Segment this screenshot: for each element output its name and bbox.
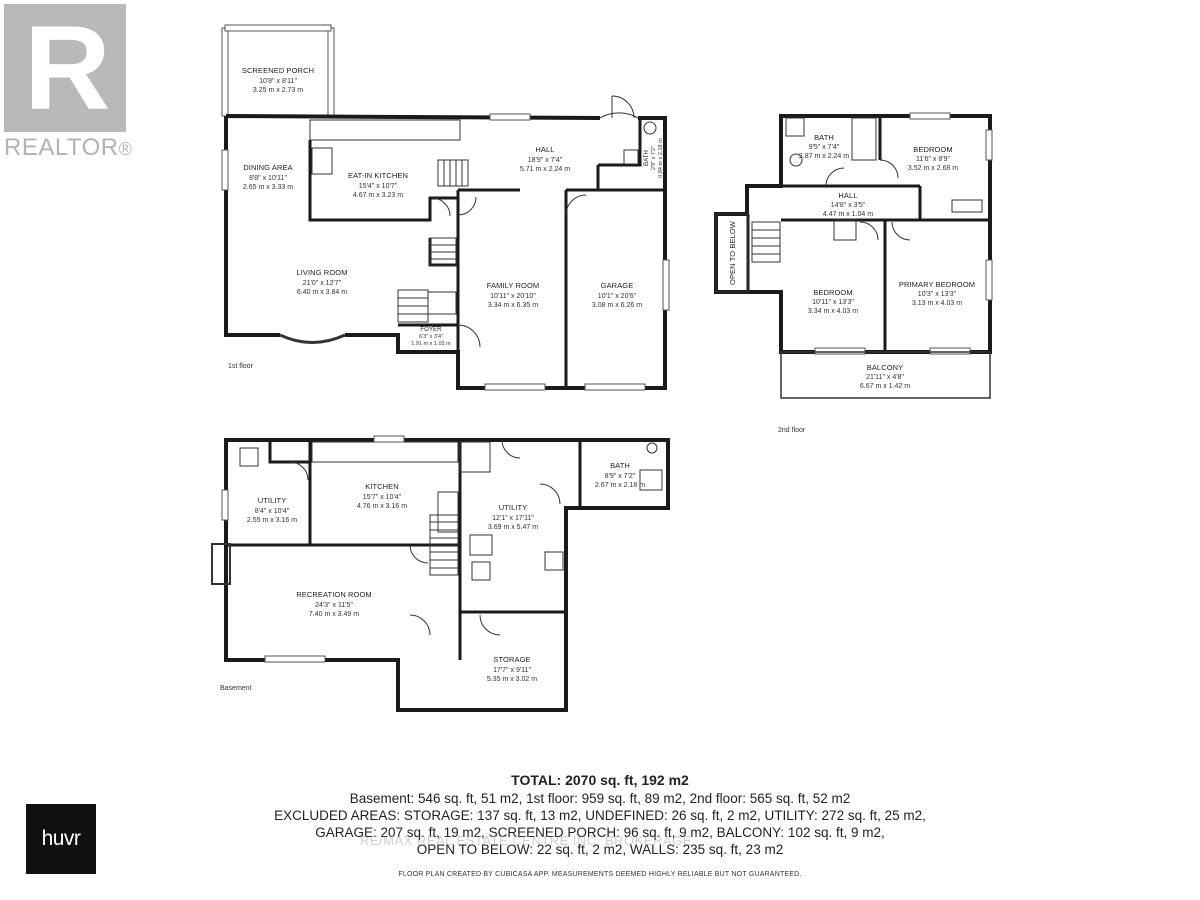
hall-second-metric: 4.47 m x 1.04 m [823,211,873,218]
realtor-r-logo-icon: R [4,4,126,132]
screened-porch-name: SCREENED PORCH [242,66,314,75]
balcony-metric: 6.67 m x 1.42 m [860,383,910,390]
primary-bedroom-metric: 3.13 m x 4.03 m [912,300,962,307]
screened-porch-imperial: 10'8" x 8'11" [259,78,297,85]
small-bath-name: BATH [644,150,650,166]
basement-label: Basement [220,685,252,692]
dining-area-imperial: 8'8" x 10'11" [249,175,287,182]
room-labels: SCREENED PORCH 10'8" x 8'11" 3.25 m x 2.… [242,66,975,683]
garage-name: GARAGE [601,281,634,290]
utility-large-name: UTILITY [499,503,528,512]
screened-porch-metric: 3.25 m x 2.73 m [253,87,303,94]
eat-in-kitchen-name: EAT-IN KITCHEN [348,171,408,180]
storage-imperial: 17'7" x 9'11" [493,667,531,674]
garage-metric: 3.08 m x 6.26 m [592,302,642,309]
huvr-wordmark: huvr [41,827,81,850]
bedroom-second-name: BEDROOM [813,288,852,297]
first-floor-plan: 1st floor [221,24,670,391]
living-room-imperial: 21'0" x 12'7" [303,280,342,287]
utility-small-name: UTILITY [258,496,287,505]
bath-second-name: BATH [814,133,834,142]
dining-area-name: DINING AREA [243,163,292,172]
small-bath-metric: 0.84 m x 2.18 m [658,138,664,178]
basement-bath-name: BATH [610,461,630,470]
bedroom-upper-name: BEDROOM [913,145,952,154]
cubicasa-credit: FLOOR PLAN CREATED BY CUBICASA APP. MEAS… [398,871,802,878]
bedroom-upper-imperial: 11'6" x 8'9" [916,156,950,163]
utility-small-metric: 2.55 m x 3.16 m [247,517,297,524]
basement-plan: Basement [211,435,670,712]
brokerage-watermark: RE/MAX REAL ESTATE CENTRE INC. BROKERAGE [360,833,692,848]
bath-second-imperial: 9'5" x 7'4" [809,144,840,151]
bedroom-second-imperial: 10'11" x 13'3" [812,299,854,306]
foyer-metric: 1.91 m x 1.03 m [411,341,451,347]
floor-plan-drawing: 1st floor 2nd flo [211,24,993,712]
foyer-name: FOYER [420,327,442,333]
bedroom-second-metric: 3.34 m x 4.03 m [808,308,858,315]
storage-name: STORAGE [493,655,530,664]
bedroom-upper-metric: 3.52 m x 2.68 m [908,165,958,172]
living-room-name: LIVING ROOM [296,268,347,277]
hall-second-imperial: 14'8" x 3'5" [831,202,866,209]
eat-in-kitchen-imperial: 15'4" x 10'7" [359,183,398,190]
summary-line-2: EXCLUDED AREAS: STORAGE: 137 sq. ft, 13 … [274,808,926,823]
foyer-imperial: 6'3" x 3'4" [419,334,443,340]
hall-second-name: HALL [838,191,857,200]
summary-line-3: GARAGE: 207 sq. ft, 19 m2, SCREENED PORC… [315,825,885,840]
living-room-metric: 6.40 m x 3.84 m [297,289,347,296]
second-floor-plan: 2nd floor [714,112,993,434]
recreation-room-metric: 7.40 m x 3.49 m [309,611,359,618]
hall-first-imperial: 18'9" x 7'4" [528,157,563,164]
basement-bath-metric: 2.67 m x 2.18 m [595,482,645,489]
eat-in-kitchen-metric: 4.67 m x 3.23 m [353,192,403,199]
summary-line-4: OPEN TO BELOW: 22 sq. ft, 2 m2, WALLS: 2… [416,842,784,857]
summary-line-1: Basement: 546 sq. ft, 51 m2, 1st floor: … [349,791,851,806]
family-room-imperial: 10'11" x 20'10" [490,293,536,300]
huvr-logo: huvr [26,804,96,874]
second-floor-label: 2nd floor [778,427,806,434]
family-room-name: FAMILY ROOM [487,281,540,290]
recreation-room-name: RECREATION ROOM [296,590,372,599]
balcony-imperial: 21'11" x 4'8" [866,374,904,381]
first-floor-label: 1st floor [228,363,254,370]
utility-large-imperial: 12'1" x 17'11" [492,515,534,522]
recreation-room-imperial: 24'3" x 11'5" [315,602,353,609]
bath-second-metric: 2.87 m x 2.24 m [799,153,849,160]
utility-small-imperial: 8'4" x 10'4" [255,508,290,515]
garage-imperial: 10'1" x 20'6" [598,293,637,300]
balcony-name: BALCONY [867,363,904,372]
kitchen-imperial: 15'7" x 10'4" [363,494,402,501]
basement-bath-imperial: 8'9" x 7'2" [605,473,636,480]
kitchen-metric: 4.76 m x 3.16 m [357,503,407,510]
small-bath-label: BATH 2'9" x 7'2" 0.84 m x 2.18 m [644,138,664,178]
kitchen-name: KITCHEN [365,482,399,491]
dining-area-metric: 2.65 m x 3.33 m [243,184,293,191]
hall-first-name: HALL [535,145,554,154]
realtor-logo: R REALTOR® [0,0,133,161]
storage-metric: 5.35 m x 3.02 m [487,676,537,683]
open-to-below-label: OPEN TO BELOW [728,220,737,285]
realtor-registered-mark: ® [118,139,133,159]
total-area: TOTAL: 2070 sq. ft, 192 m2 [511,772,689,788]
hall-first-metric: 5.71 m x 2.24 m [520,166,570,173]
realtor-wordmark: REALTOR [4,134,119,161]
small-bath-imperial: 2'9" x 7'2" [651,146,657,170]
primary-bedroom-imperial: 10'3" x 13'3" [918,291,957,298]
primary-bedroom-name: PRIMARY BEDROOM [899,280,975,289]
family-room-metric: 3.34 m x 6.35 m [488,302,538,309]
utility-large-metric: 3.69 m x 5.47 m [488,524,538,531]
